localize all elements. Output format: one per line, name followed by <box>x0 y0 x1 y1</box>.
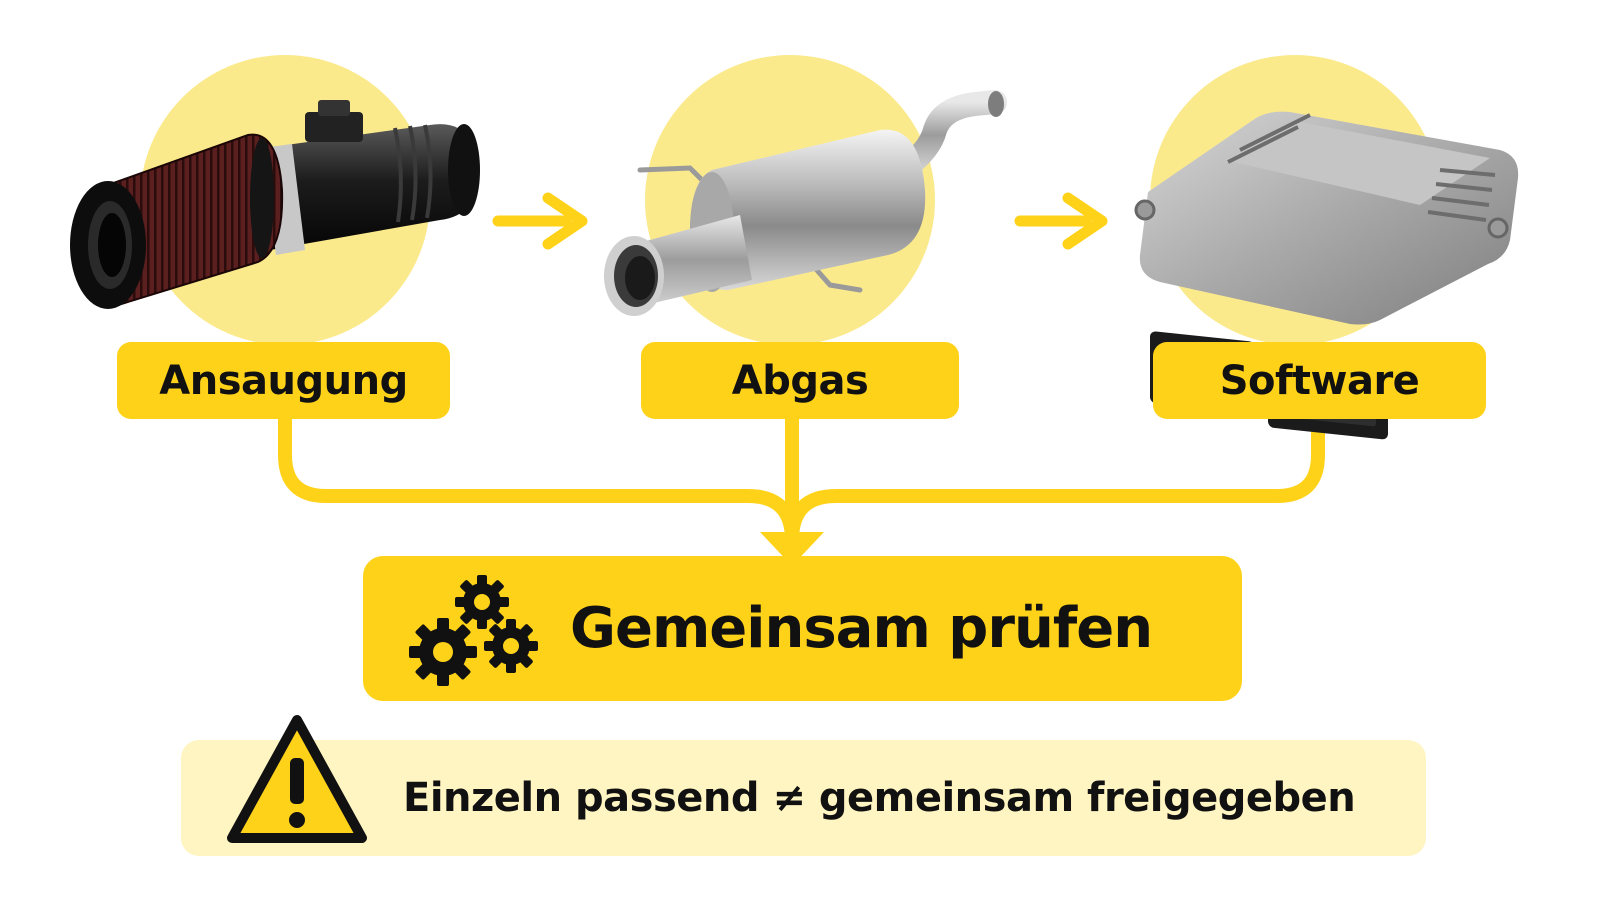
air-intake-filter-icon <box>70 100 480 309</box>
connector-arrowhead <box>760 532 824 566</box>
gears-icon <box>409 575 538 686</box>
warning-triangle-icon <box>227 715 367 843</box>
result-box: Gemeinsam prüfen <box>363 556 1242 701</box>
result-title: Gemeinsam prüfen <box>570 596 1153 661</box>
arrow-right-icon <box>492 192 588 250</box>
warning-text: Einzeln passend ≠ gemeinsam freigegeben <box>403 775 1356 821</box>
connector-left <box>278 412 799 547</box>
component-label-intake: Ansaugung <box>117 342 450 419</box>
warning-box: Einzeln passend ≠ gemeinsam freigegeben <box>181 715 1426 856</box>
component-label-software: Software <box>1153 342 1486 419</box>
arrow-right-icon <box>1014 192 1108 250</box>
exhaust-muffler-icon <box>604 90 1007 316</box>
component-label-exhaust: Abgas <box>641 342 959 419</box>
connector-right <box>785 412 1325 547</box>
